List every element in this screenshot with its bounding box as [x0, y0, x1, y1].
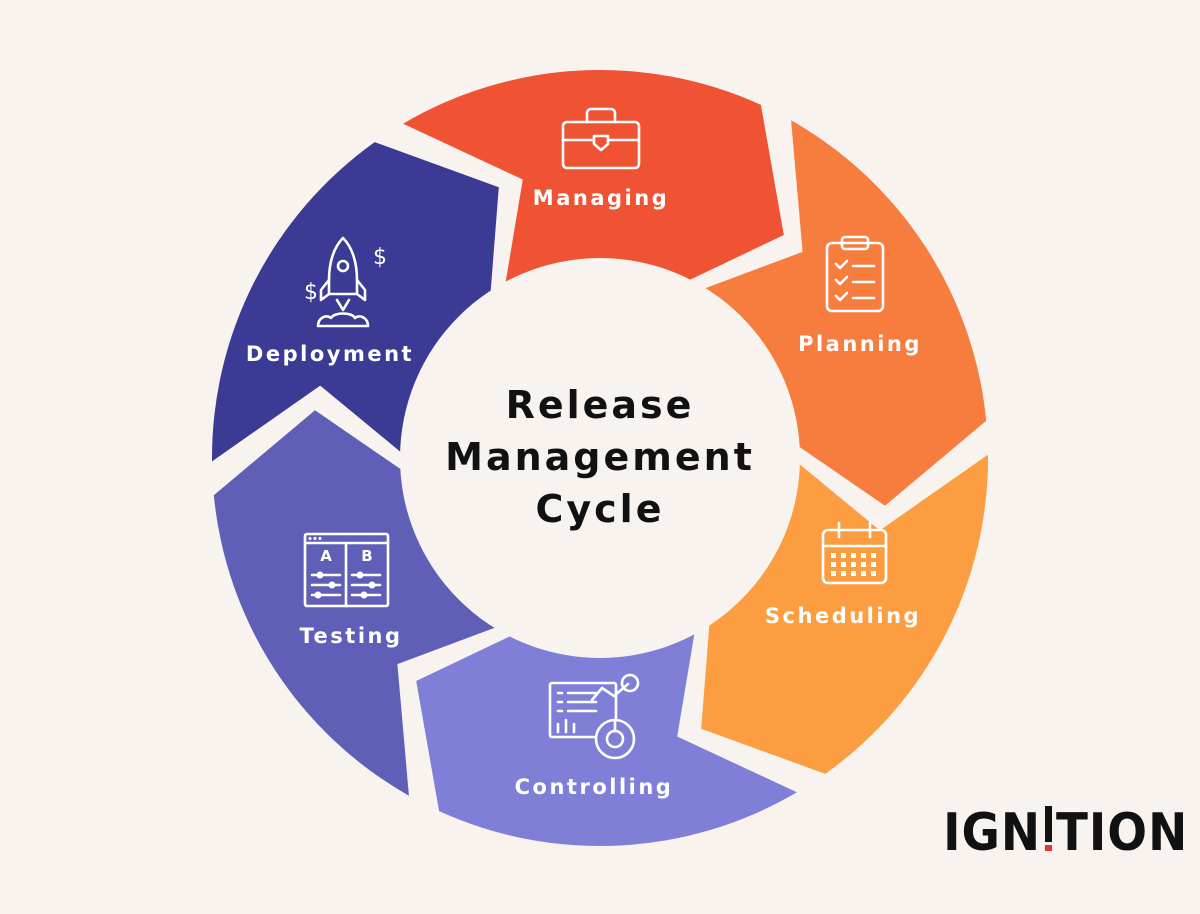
calendar-day-cell — [841, 553, 846, 558]
segment-label-planning: Planning — [798, 332, 922, 356]
logo-exclamation-dot — [1045, 845, 1052, 851]
logo-text-right: TION — [1056, 803, 1188, 863]
segment-label-testing: Testing — [300, 624, 403, 648]
calendar-day-cell — [851, 562, 856, 567]
logo-text-left: IGN — [943, 803, 1041, 863]
logo-exclamation-bar — [1045, 806, 1052, 842]
calendar-day-cell — [841, 571, 846, 576]
ab-label-b: B — [361, 547, 372, 565]
calendar-day-cell — [851, 571, 856, 576]
calendar-day-cell — [851, 553, 856, 558]
calendar-day-cell — [871, 571, 876, 576]
calendar-day-cell — [861, 562, 866, 567]
segment-deployment — [211, 142, 499, 462]
calendar-day-cell — [831, 571, 836, 576]
calendar-day-cell — [861, 571, 866, 576]
clipboard-checklist-icon — [825, 235, 885, 313]
dollar-sign-right-icon: $ — [373, 245, 387, 270]
dollar-sign-left-icon: $ — [304, 280, 318, 305]
center-title-line-1: Release — [506, 383, 695, 427]
ab-label-a: A — [320, 547, 332, 565]
ignition-logo: IGN TION — [943, 803, 1188, 863]
segment-testing — [213, 410, 507, 796]
calendar-day-cell — [871, 562, 876, 567]
center-disc — [400, 258, 800, 658]
analytics-dashboard-icon — [548, 673, 640, 760]
segment-label-managing: Managing — [533, 186, 669, 210]
center-title-line-2: Management — [445, 435, 755, 479]
segment-scheduling — [701, 454, 989, 774]
segment-label-deployment: Deployment — [246, 342, 414, 366]
calendar-day-cell — [861, 553, 866, 558]
calendar-day-cell — [831, 562, 836, 567]
segment-planning — [693, 120, 987, 506]
segment-label-controlling: Controlling — [515, 775, 674, 799]
rocket-launch-icon: $ $ — [304, 236, 387, 328]
calendar-day-cell — [841, 562, 846, 567]
center-title-line-3: Cycle — [536, 487, 665, 531]
calendar-day-cell — [831, 553, 836, 558]
briefcase-icon — [561, 107, 641, 170]
ab-testing-icon: A B — [303, 532, 390, 608]
calendar-day-cell — [871, 553, 876, 558]
segment-managing — [403, 69, 784, 295]
segment-label-scheduling: Scheduling — [765, 604, 921, 628]
calendar-icon — [821, 521, 888, 585]
